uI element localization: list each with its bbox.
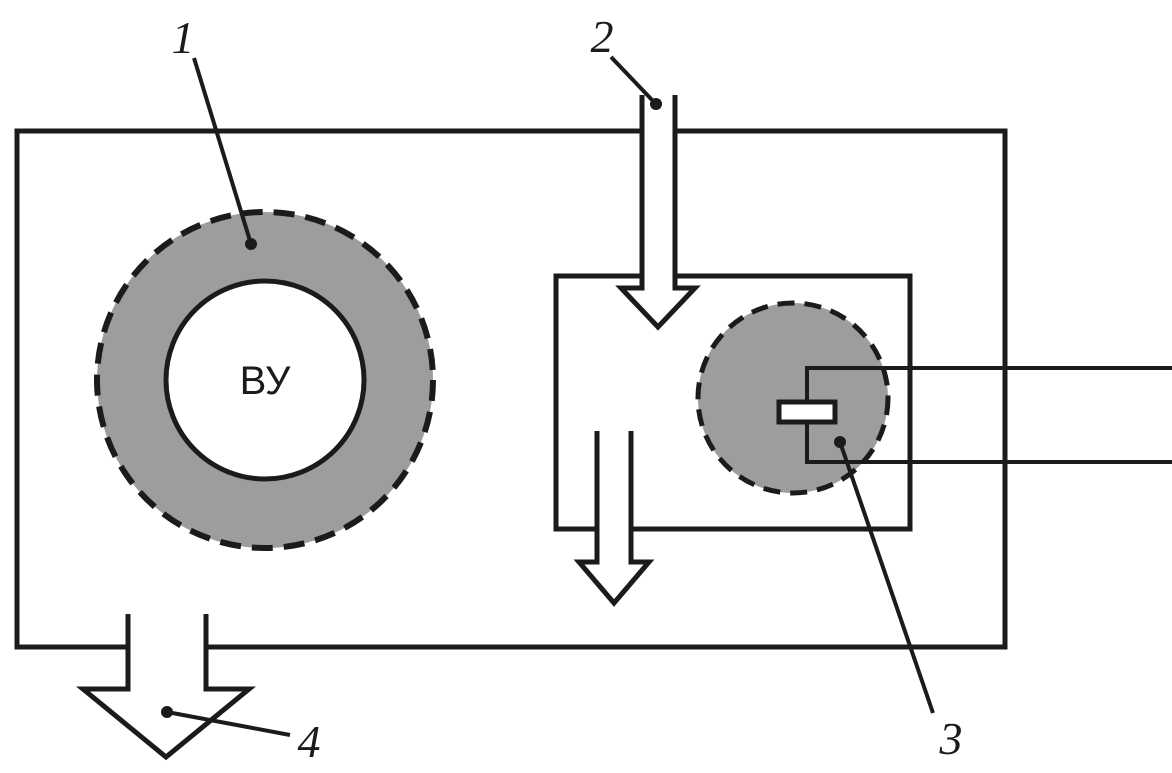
- callout-1-dot: [245, 238, 257, 250]
- callout-4-dot: [161, 706, 173, 718]
- callout-4-label: 4: [298, 716, 321, 767]
- sensor-lead-top: [805, 366, 1172, 402]
- callout-1-label: 1: [172, 12, 195, 63]
- callout-3-dot: [834, 436, 846, 448]
- chamber-outlet-arrow: [573, 431, 655, 607]
- callout-3-leader-line: [838, 441, 935, 714]
- inlet-arrow: [615, 95, 701, 331]
- unit-label: ВУ: [240, 359, 291, 403]
- sensor-element: [776, 399, 838, 425]
- callout-4-leader-line: [166, 710, 291, 737]
- callout-3-label: 3: [939, 713, 963, 764]
- callout-2-leader-line: [609, 55, 656, 104]
- callout-2-dot: [650, 98, 662, 110]
- callout-2-label: 2: [591, 11, 614, 62]
- shield-ring-inner-circle: [163, 278, 367, 482]
- callout-1-leader-line: [192, 57, 253, 245]
- sensor-zone-circle: [695, 300, 891, 496]
- sensor-lead-bottom: [805, 424, 1172, 464]
